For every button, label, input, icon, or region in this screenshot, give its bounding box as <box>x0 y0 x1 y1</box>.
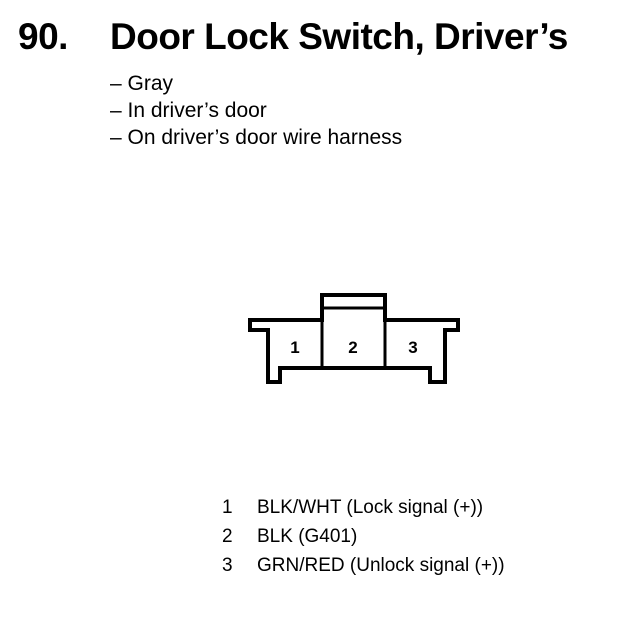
terminal-label-2: 2 <box>348 338 357 357</box>
pin-number: 1 <box>222 497 233 518</box>
pin-number: 2 <box>222 526 233 547</box>
connector-body <box>248 293 460 384</box>
terminal-label-1: 1 <box>290 338 299 357</box>
terminal-label-3: 3 <box>408 338 417 357</box>
note-location: – In driver’s door <box>110 99 267 122</box>
note-color: – Gray <box>110 72 174 95</box>
pin-number: 3 <box>222 555 233 576</box>
section-number: 90. <box>18 16 68 57</box>
component-notes: – Gray – In driver’s door – On driver’s … <box>110 70 402 151</box>
connector-diagram: 1 2 3 <box>248 293 460 384</box>
pin-description: BLK/WHT (Lock signal (+)) <box>257 497 484 518</box>
page-title: Door Lock Switch, Driver’s <box>110 16 568 57</box>
pin-description: BLK (G401) <box>257 526 358 547</box>
note-harness: – On driver’s door wire harness <box>110 126 403 149</box>
pin-description: GRN/RED (Unlock signal (+)) <box>257 555 505 576</box>
